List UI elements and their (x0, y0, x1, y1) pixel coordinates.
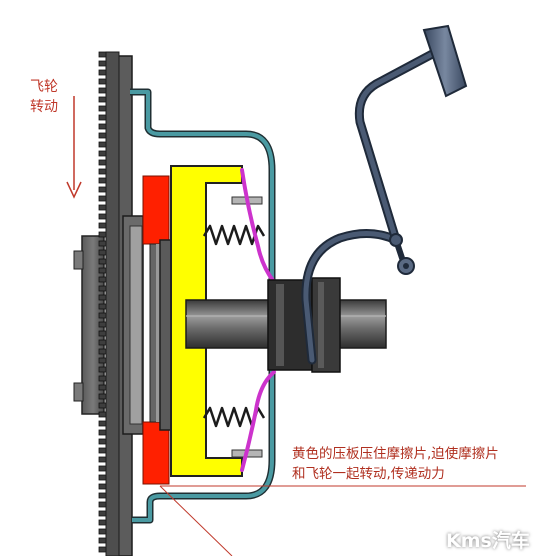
caption-line1: 黄色的压板压住摩擦片,迫使摩擦片 (292, 446, 499, 462)
diaphragm-lower (240, 370, 276, 472)
caption-pointer (159, 485, 233, 556)
caption-line2: 和飞轮一起转动,传递动力 (292, 466, 445, 482)
rotation-arrow (66, 96, 82, 199)
flywheel-rotation-label-line1: 飞轮 (30, 79, 58, 95)
watermark: Kms汽车 (446, 530, 530, 552)
ring-gear-teeth (98, 51, 109, 553)
flywheel-rotation-label-line2: 转动 (30, 99, 58, 115)
clutch-pedal (354, 24, 468, 275)
diaphragm-upper (240, 168, 276, 284)
